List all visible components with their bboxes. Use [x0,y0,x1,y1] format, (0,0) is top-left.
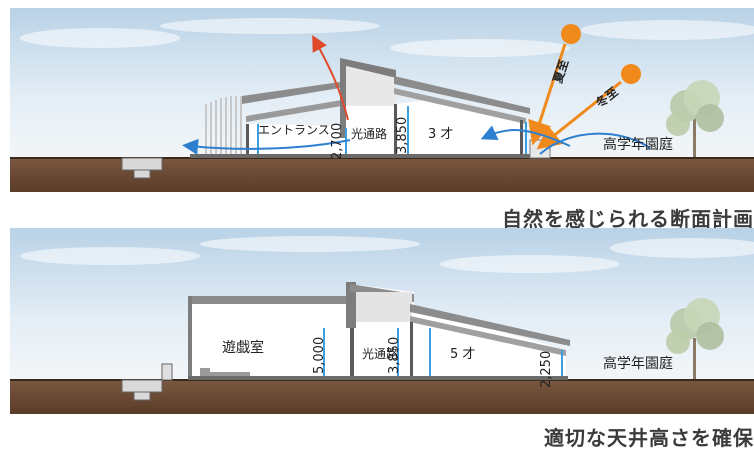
section-drawing-natural: エントランス 光通路 3 才 高学年園庭 2,700 3,850 夏至 冬至 [10,8,754,192]
label-age-room: 5 才 [450,347,475,362]
section-drawing-ceiling: 遊戯室 光通路 5 才 高学年園庭 5,000 3,850 2,250 [10,228,754,414]
label-yard: 高学年園庭 [603,355,673,372]
dimension-height-1: 5,000 [312,337,327,374]
dimension-height-2: 3,850 [395,117,410,154]
section-svg-top: エントランス 光通路 3 才 高学年園庭 2,700 3,850 夏至 冬至 [10,8,754,192]
dimension-height-2: 3,850 [387,337,402,374]
building-section-top [190,58,551,159]
foundation-pit [121,379,163,393]
warm-air-arrow [312,34,349,121]
outflow-arrow [182,138,351,155]
label-yard: 高学年園庭 [603,136,673,153]
inflow-arrow [480,125,571,147]
caption-natural-section: 自然を感じられる断面計画 [502,207,754,231]
clouds [20,18,754,57]
label-light-corridor: 光通路 [362,346,398,361]
dimension-height-1: 2,700 [330,123,345,160]
caption-ceiling-height: 適切な天井高さを確保 [544,426,754,450]
summer-sun-ray [528,43,567,146]
sun-winter-icon [621,64,641,84]
tree [666,298,724,380]
foundation-pit [121,157,163,171]
yard-airflow-arrow [539,132,651,155]
sun-summer-icon [561,24,581,44]
label-entrance: エントランス [258,123,330,137]
label-age-room: 3 才 [428,127,453,142]
label-light-corridor: 光通路 [351,126,387,141]
label-playroom: 遊戯室 [222,339,264,356]
clouds [20,236,754,273]
section-svg-bottom: 遊戯室 光通路 5 才 高学年園庭 5,000 3,850 2,250 [10,228,754,414]
winter-sun-ray [536,80,622,150]
dimension-height-3: 2,250 [539,351,554,388]
building-section-bottom [188,282,570,380]
tree [666,80,724,158]
